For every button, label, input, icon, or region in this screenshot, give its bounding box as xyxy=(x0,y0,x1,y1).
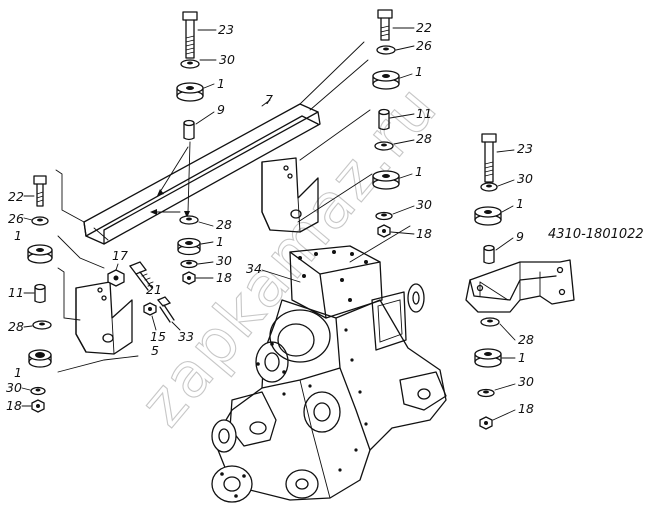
bolt-23-top xyxy=(182,11,198,59)
callout-23-top: 23 xyxy=(218,22,234,37)
callout-9-top: 9 xyxy=(217,102,225,117)
nut-18-right-mid xyxy=(377,224,391,238)
washer-28-right xyxy=(480,317,500,327)
callout-15: 15 xyxy=(150,329,166,344)
leader-lines xyxy=(55,41,509,373)
callout-30-center: 30 xyxy=(216,253,232,268)
washer-30-right-mid xyxy=(375,211,393,221)
bolt-22-left xyxy=(33,175,47,207)
callout-30-top: 30 xyxy=(219,52,235,67)
callout-1-right-bottom: 1 xyxy=(518,350,526,365)
callout-7: 7 xyxy=(265,92,273,107)
washer-28-top xyxy=(374,141,394,151)
callout-26-left: 26 xyxy=(8,211,24,226)
washer-28-left xyxy=(32,320,52,330)
support-bracket-5 xyxy=(75,281,133,355)
bolt-23-right xyxy=(481,133,497,183)
washer-30-top xyxy=(180,59,200,69)
callout-28-top: 28 xyxy=(416,131,432,146)
bolt-21 xyxy=(128,261,154,291)
callout-18-right-bottom: 18 xyxy=(518,401,534,416)
bolt-22-top xyxy=(377,9,393,41)
callout-22-left: 22 xyxy=(8,189,24,204)
washer-30-left xyxy=(30,386,46,396)
support-bracket-mid xyxy=(261,157,319,233)
callout-11-top: 11 xyxy=(416,106,432,121)
callout-22-top: 22 xyxy=(416,20,432,35)
callout-18-right-mid: 18 xyxy=(416,226,432,241)
nut-18-center xyxy=(182,271,196,285)
callout-21: 21 xyxy=(146,282,162,297)
callout-28-right: 28 xyxy=(518,332,534,347)
callout-1-left-bottom: 1 xyxy=(14,365,22,380)
callout-1-center: 1 xyxy=(216,234,224,249)
washer-30-right xyxy=(480,182,498,192)
spacer-9-top xyxy=(183,119,195,141)
washer-26-top xyxy=(376,45,396,55)
washer-30-right-bottom xyxy=(477,388,495,398)
washer-28-center xyxy=(179,215,199,225)
callout-28-left: 28 xyxy=(8,319,24,334)
callout-30-right-mid: 30 xyxy=(416,197,432,212)
washer-30-center xyxy=(180,259,198,269)
callout-9-right: 9 xyxy=(516,229,524,244)
callout-18-left: 18 xyxy=(6,398,22,413)
callout-18-center: 18 xyxy=(216,270,232,285)
callout-34: 34 xyxy=(246,261,262,276)
cushion-1-right-bottom xyxy=(474,348,502,368)
assembly-code-label: 4310-1801022 xyxy=(548,227,644,242)
callout-1-right-mid: 1 xyxy=(415,164,423,179)
callout-5: 5 xyxy=(151,343,159,358)
nut-18-left xyxy=(31,399,45,413)
cushion-1-top xyxy=(176,82,204,102)
bolt-33 xyxy=(156,296,175,323)
washer-26-left xyxy=(31,216,49,226)
callout-23-right: 23 xyxy=(517,141,533,156)
callout-1-right: 1 xyxy=(516,196,524,211)
spacer-11-left xyxy=(34,283,46,304)
nut-17 xyxy=(107,269,125,287)
callout-1-left-top: 1 xyxy=(14,228,22,243)
callout-1-right-top: 1 xyxy=(415,64,423,79)
right-support-bracket xyxy=(465,259,575,313)
cushion-1-right-mid xyxy=(372,170,400,190)
watermark: zapkamaz.ru xyxy=(126,71,452,440)
callout-28-center: 28 xyxy=(216,217,232,232)
cushion-1-right-top xyxy=(372,70,400,90)
callout-33: 33 xyxy=(178,329,194,344)
callout-labels: 23 30 1 9 7 22 26 1 11 28 1 30 18 23 30 … xyxy=(6,20,644,421)
nut-18-right-bottom xyxy=(479,416,493,430)
callout-11-left: 11 xyxy=(8,285,24,300)
transfer-case-assembly xyxy=(211,245,447,503)
spacer-11-top xyxy=(378,108,390,131)
nut-15 xyxy=(143,302,157,316)
callout-30-left: 30 xyxy=(6,380,22,395)
cushion-1-center xyxy=(177,237,201,256)
cushion-1-right xyxy=(474,206,502,226)
callout-26-top: 26 xyxy=(416,38,432,53)
spacer-9-right xyxy=(483,244,495,265)
callout-30-right: 30 xyxy=(517,171,533,186)
callout-17: 17 xyxy=(112,248,128,263)
cushion-1-left-bottom xyxy=(28,349,52,368)
callout-30-right-bottom: 30 xyxy=(518,374,534,389)
callout-1-top: 1 xyxy=(217,76,225,91)
cushion-1-left-top xyxy=(27,244,53,264)
